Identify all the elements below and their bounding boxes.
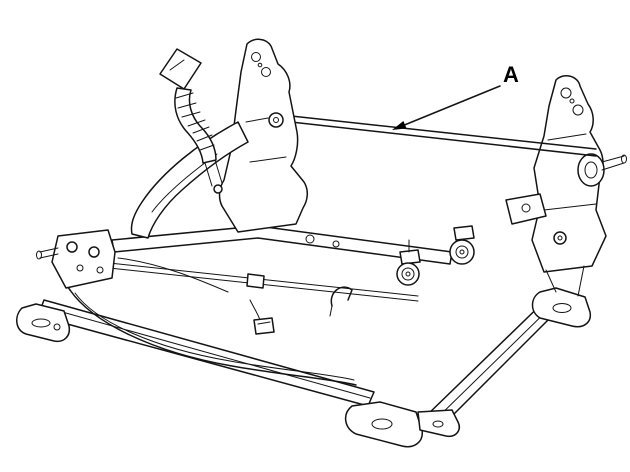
left-rear-mounting-foot (16, 303, 71, 343)
drive-rod (99, 257, 419, 302)
spindle-assemblies (396, 225, 475, 286)
callout-A: A (392, 62, 519, 130)
recliner-adjuster-knob (577, 153, 627, 187)
right-recliner-bracket (505, 75, 607, 297)
callout-label-A: A (503, 62, 519, 87)
left-slide-rail (37, 299, 375, 407)
seat-belt-buckle (159, 48, 223, 194)
release-lever (329, 286, 353, 317)
right-rear-mounting-foot (531, 287, 592, 328)
front-mounting-feet (344, 401, 460, 448)
left-recliner-bracket (218, 38, 308, 233)
left-front-bracket (36, 229, 116, 289)
wiring-connector (249, 299, 275, 335)
callout-arrowhead (392, 121, 407, 130)
callout-arrow-line (401, 85, 501, 127)
